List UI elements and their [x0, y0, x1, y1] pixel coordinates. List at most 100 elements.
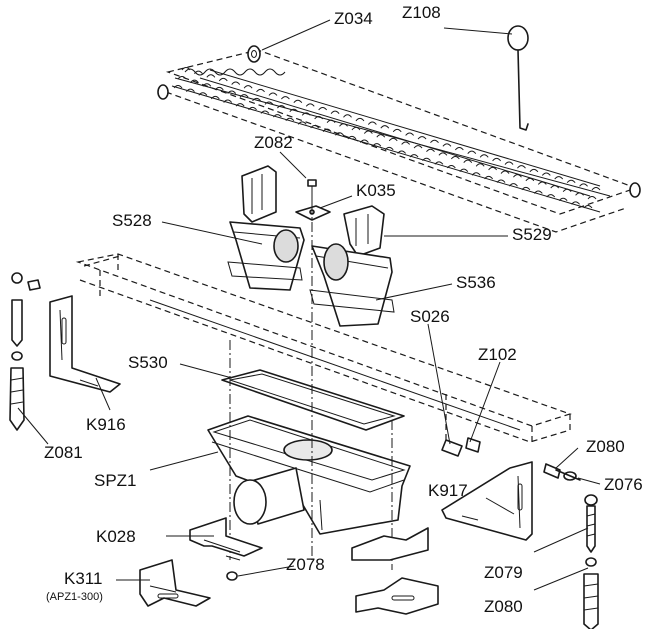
grate-slot	[243, 85, 253, 89]
grate-slot	[529, 168, 539, 173]
grate-slot	[504, 161, 514, 165]
grate-slot	[397, 150, 407, 154]
grate-slot	[347, 135, 357, 140]
k311-foot-left	[139, 559, 211, 607]
grate-slot	[190, 79, 199, 83]
drain-channel	[75, 253, 572, 448]
grate-slot	[335, 132, 344, 136]
label-z081: Z081	[44, 443, 83, 462]
grate-slot	[479, 154, 489, 158]
grate-slot	[459, 168, 469, 172]
z079-screw	[584, 494, 598, 553]
k917-bracket	[441, 461, 533, 541]
grate-slot	[235, 103, 245, 107]
grate-slot	[583, 205, 593, 209]
grate-slot	[297, 121, 307, 125]
label-s536: S536	[456, 273, 496, 292]
s026-part	[441, 439, 463, 457]
part-labels: Z034 Z108 Z082 K035 S528 S529 S536 S026 …	[44, 3, 643, 616]
grate-slot	[214, 86, 224, 91]
grate-slot	[376, 134, 386, 138]
grate-slot	[285, 117, 295, 122]
grate-slot	[430, 139, 439, 144]
grate-slot	[268, 92, 278, 96]
grate-slot	[541, 172, 551, 176]
label-z079: Z079	[484, 563, 523, 582]
grate-slot	[417, 136, 427, 140]
label-z076: Z076	[604, 475, 643, 494]
k028-foot-right	[351, 527, 429, 561]
grate-slot	[322, 128, 332, 132]
label-z102: Z102	[478, 345, 517, 364]
grate-slot	[566, 179, 576, 184]
grate-slot	[533, 190, 543, 194]
grate-slot	[273, 114, 282, 118]
grate-slot	[496, 179, 506, 183]
k035-clip	[295, 205, 331, 221]
grate-slot	[223, 99, 233, 103]
grate-slot	[314, 116, 324, 120]
label-k028: K028	[96, 527, 136, 546]
grate-slot	[252, 97, 261, 102]
center-lines	[229, 186, 393, 570]
grate-slot	[355, 117, 365, 122]
grate-slot	[426, 148, 435, 153]
grate-slot	[227, 90, 237, 94]
label-k916: K916	[86, 415, 126, 434]
grate-slot	[509, 183, 518, 187]
grate-slot	[521, 186, 531, 191]
grate-slot	[488, 166, 497, 171]
label-z080-top: Z080	[586, 437, 625, 456]
grate-slot	[546, 194, 556, 198]
grate-slot	[330, 110, 340, 114]
grate-slot	[264, 101, 274, 105]
s529-clip	[343, 205, 385, 257]
label-s528: S528	[112, 211, 152, 230]
label-z108: Z108	[402, 3, 441, 22]
z108-hook	[507, 25, 529, 131]
grate-slot	[558, 197, 568, 202]
grate-slot	[281, 96, 290, 100]
grate-slot	[206, 74, 216, 78]
grate-slot	[372, 143, 382, 147]
grate-slot	[256, 88, 265, 93]
grate-slot	[359, 139, 369, 143]
z078-screw	[225, 555, 241, 581]
grate-slot	[198, 92, 208, 96]
label-s529: S529	[512, 225, 552, 244]
label-k917: K917	[428, 481, 468, 500]
grate-slot	[554, 176, 564, 180]
grate-slot	[484, 175, 493, 180]
grate-slot	[392, 128, 402, 133]
grate-slot	[260, 110, 270, 114]
grate-slot	[450, 156, 460, 160]
grate-slot	[318, 107, 328, 111]
grate-slot	[305, 103, 315, 107]
grate-slot	[194, 70, 203, 74]
grate-slot	[202, 83, 212, 87]
label-k311: K311	[64, 569, 102, 588]
grate-slot	[310, 125, 320, 129]
grate-slot	[591, 187, 601, 191]
grate-slot	[579, 183, 588, 187]
label-z080-bottom: Z080	[484, 597, 523, 616]
grate-slot	[326, 119, 336, 123]
label-s530: S530	[128, 353, 168, 372]
grate	[157, 49, 641, 233]
grate-slot	[363, 130, 373, 134]
z080-anchor-bottom	[583, 557, 599, 629]
grate-slot	[422, 157, 431, 162]
grate-slot	[525, 177, 535, 182]
grate-slot	[517, 165, 526, 169]
grate-slot	[575, 192, 584, 196]
grate-slot	[471, 172, 481, 176]
grate-slot	[186, 88, 195, 92]
grate-slot	[218, 77, 228, 82]
grate-slot	[384, 146, 394, 151]
grate-slot	[277, 105, 286, 109]
k916-bracket	[49, 295, 121, 393]
label-k311-sub: (APZ1-300)	[46, 591, 103, 603]
label-s026: S026	[410, 307, 450, 326]
grate-slot	[562, 188, 572, 193]
